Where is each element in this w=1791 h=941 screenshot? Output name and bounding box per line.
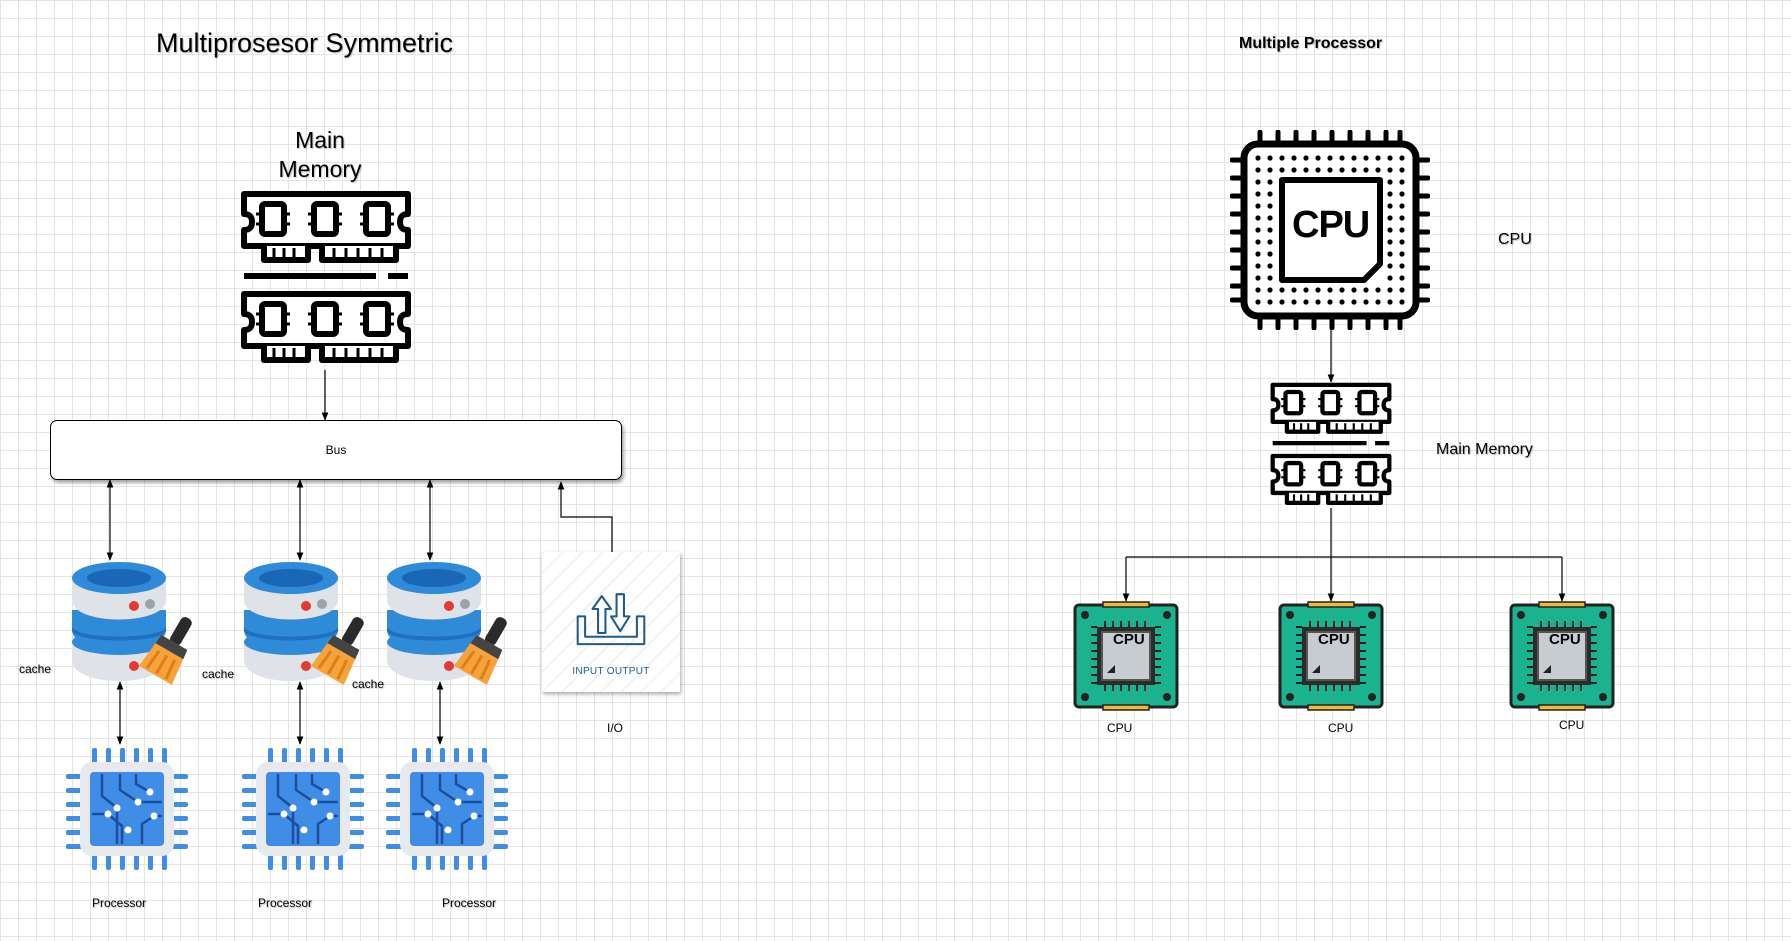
input-output-icon bbox=[574, 588, 648, 654]
cpu-chip-icon: CPU bbox=[1071, 601, 1181, 711]
processor-chip-icon bbox=[238, 744, 368, 874]
cache-label-2: cache bbox=[202, 667, 235, 681]
main-memory-label-line1: Main bbox=[295, 127, 345, 153]
bus-box: Bus bbox=[50, 420, 622, 480]
ram-icon bbox=[1267, 382, 1395, 510]
right-diagram-title: Multiple Processor bbox=[1239, 35, 1383, 52]
cpu-outline-icon: CPU bbox=[1229, 129, 1431, 331]
left-diagram-title: Multiprosesor Symmetric bbox=[156, 28, 454, 58]
io-bus-connector bbox=[557, 481, 613, 552]
cpu-chip-graphic bbox=[1071, 601, 1181, 711]
io-label: I/O bbox=[607, 721, 624, 735]
cache-label-1: cache bbox=[19, 662, 52, 676]
cpu-child-label-1: CPU bbox=[1107, 721, 1133, 735]
cpu-child-label-2: CPU bbox=[1328, 721, 1354, 735]
cpu-chip-graphic bbox=[1507, 601, 1617, 711]
processor-label-3: Processor bbox=[442, 896, 497, 910]
cpu-chip-text: CPU bbox=[1549, 631, 1581, 648]
ram-icon bbox=[236, 190, 416, 370]
cpu-chip-text: CPU bbox=[1113, 631, 1145, 648]
input-output-card: INPUT OUTPUT bbox=[542, 552, 680, 692]
processor-chip-icon bbox=[62, 744, 192, 874]
cpu-outline-graphic bbox=[1229, 129, 1431, 331]
main-memory-label: Main Memory bbox=[270, 126, 370, 184]
cpu-chip-graphic bbox=[1276, 601, 1386, 711]
database-cache-icon bbox=[66, 560, 196, 690]
database-cache-icon bbox=[238, 560, 368, 690]
processor-label-2: Processor bbox=[258, 896, 313, 910]
cpu-chip-text: CPU bbox=[1318, 631, 1350, 648]
main-memory-label-line2: Memory bbox=[278, 156, 362, 182]
input-output-icon-text: INPUT OUTPUT bbox=[572, 666, 650, 677]
database-cache-icon bbox=[381, 560, 511, 690]
main-memory-label-right: Main Memory bbox=[1436, 441, 1533, 458]
processor-label-1: Processor bbox=[92, 896, 147, 910]
cpu-chip-icon: CPU bbox=[1276, 601, 1386, 711]
cpu-child-label-3: CPU bbox=[1559, 718, 1585, 732]
cpu-chip-icon: CPU bbox=[1507, 601, 1617, 711]
cpu-label: CPU bbox=[1498, 231, 1532, 248]
cpu-outline-icon-text: CPU bbox=[1292, 204, 1370, 246]
cache-label-3: cache bbox=[352, 677, 385, 691]
bus-label: Bus bbox=[325, 443, 347, 457]
processor-chip-icon bbox=[382, 744, 512, 874]
